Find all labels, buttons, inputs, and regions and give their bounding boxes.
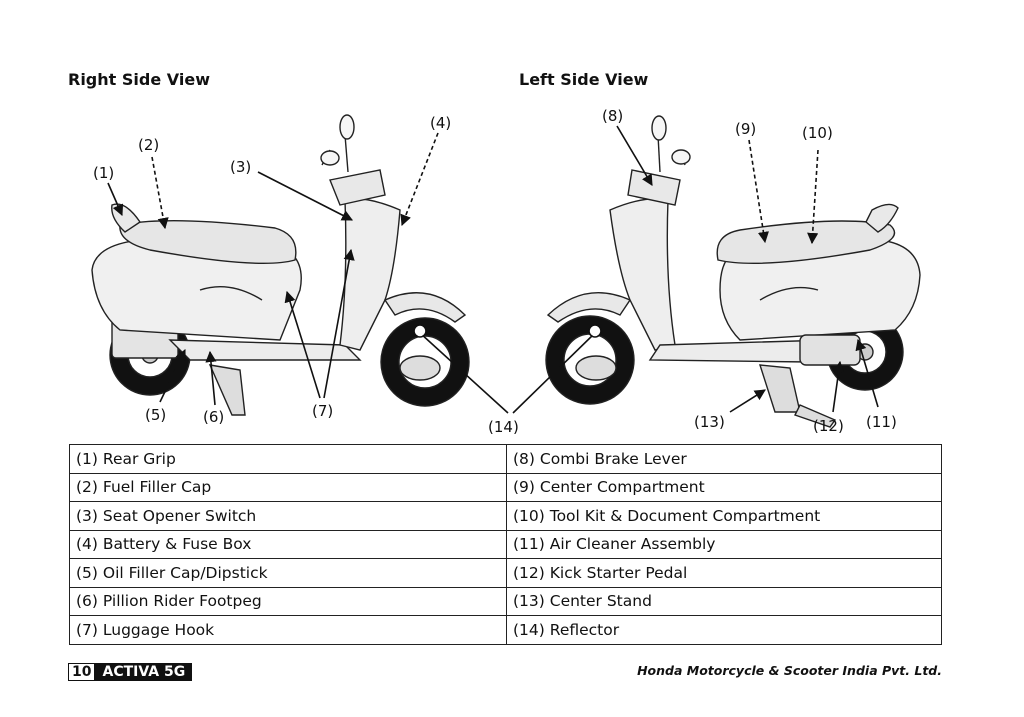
scooter-diagram: (1) (2) (3) (4) (5) (6) (7) (8) (9) (10)…: [91, 107, 921, 436]
legend-row: (4) Battery & Fuse Box (11) Air Cleaner …: [69, 529, 942, 559]
callout-5-label: (5): [145, 406, 166, 424]
legend-row: (6) Pillion Rider Footpeg (13) Center St…: [69, 586, 942, 616]
legend-cell-right: (8) Combi Brake Lever: [506, 444, 942, 474]
model-name-badge: ACTIVA 5G: [95, 662, 193, 681]
legend-cell-right: (9) Center Compartment: [506, 472, 942, 502]
legend-cell-left: (5) Oil Filler Cap/Dipstick: [69, 558, 507, 588]
callout-6-label: (6): [203, 408, 224, 426]
legend-row: (1) Rear Grip (8) Combi Brake Lever: [69, 444, 942, 474]
legend-cell-left: (2) Fuel Filler Cap: [69, 472, 507, 502]
callout-11-label: (11): [866, 413, 897, 431]
legend-row: (7) Luggage Hook (14) Reflector: [69, 615, 942, 645]
callout-10-label: (10): [802, 124, 833, 142]
callout-2-label: (2): [138, 136, 159, 154]
footer-page-marker: 10 ACTIVA 5G: [68, 662, 193, 681]
legend-row: (5) Oil Filler Cap/Dipstick (12) Kick St…: [69, 558, 942, 588]
scooter-left-side-illustration: [545, 115, 921, 428]
callout-4-label: (4): [430, 114, 451, 132]
footer-company-name: Honda Motorcycle & Scooter India Pvt. Lt…: [637, 663, 942, 678]
callout-7-label: (7): [312, 402, 333, 420]
callout-9-label: (9): [735, 120, 756, 138]
callout-14-label: (14): [488, 418, 519, 436]
callout-12-label: (12): [813, 417, 844, 435]
legend-cell-left: (6) Pillion Rider Footpeg: [69, 586, 507, 616]
legend-cell-right: (12) Kick Starter Pedal: [506, 558, 942, 588]
legend-cell-right: (13) Center Stand: [506, 586, 942, 616]
callout-3-label: (3): [230, 158, 251, 176]
callout-lines-left: [512, 125, 879, 414]
parts-legend-table: (1) Rear Grip (8) Combi Brake Lever (2) …: [69, 444, 942, 645]
legend-cell-left: (1) Rear Grip: [69, 444, 507, 474]
legend-cell-left: (4) Battery & Fuse Box: [69, 529, 507, 559]
left-side-view-title: Left Side View: [519, 70, 649, 89]
page-number: 10: [68, 662, 96, 681]
legend-cell-left: (7) Luggage Hook: [69, 615, 507, 645]
callout-1-label: (1): [93, 164, 114, 182]
legend-cell-left: (3) Seat Opener Switch: [69, 501, 507, 531]
right-side-view-title: Right Side View: [68, 70, 210, 89]
legend-cell-right: (11) Air Cleaner Assembly: [506, 529, 942, 559]
legend-cell-right: (10) Tool Kit & Document Compartment: [506, 501, 942, 531]
legend-row: (3) Seat Opener Switch (10) Tool Kit & D…: [69, 501, 942, 531]
legend-cell-right: (14) Reflector: [506, 615, 942, 645]
scooter-right-side-illustration: [91, 114, 470, 416]
callout-8-label: (8): [602, 107, 623, 125]
callout-lines-right: [107, 132, 509, 414]
legend-row: (2) Fuel Filler Cap (9) Center Compartme…: [69, 472, 942, 502]
callout-13-label: (13): [694, 413, 725, 431]
